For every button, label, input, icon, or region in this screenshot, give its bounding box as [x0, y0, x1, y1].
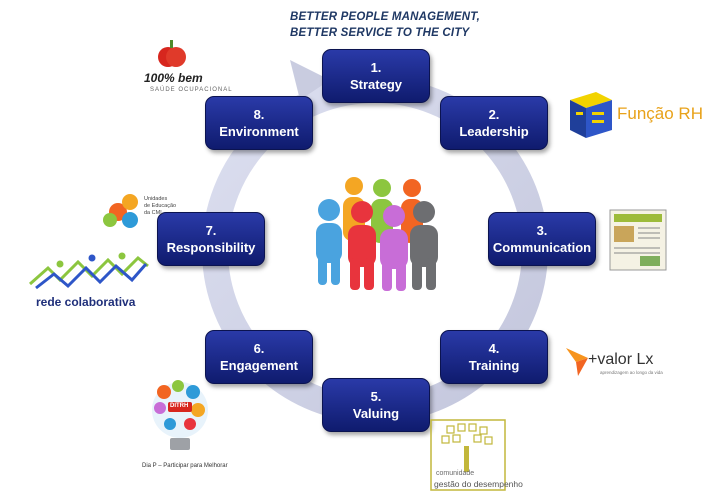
node-label: Training: [468, 358, 520, 373]
unidades-text-1: Unidades: [144, 196, 168, 202]
node-number: 2.: [488, 107, 500, 122]
gestao-logo-brand2: gestão do desempenho: [434, 479, 523, 489]
node-responsibility[interactable]: 7. Responsibility: [157, 212, 265, 266]
node-label: Engagement: [219, 358, 298, 373]
node-label: Leadership: [459, 124, 529, 139]
node-number: 1.: [370, 60, 382, 75]
node-number: 5.: [370, 389, 382, 404]
unidades-text-2: de Educação: [144, 203, 177, 209]
gestao-logo-brand1: comunidade: [436, 470, 475, 477]
node-label: Strategy: [349, 77, 403, 92]
node-training[interactable]: 4. Training: [440, 330, 548, 384]
title-line-1: BETTER PEOPLE MANAGEMENT,: [290, 11, 481, 23]
node-valuing[interactable]: 5. Valuing: [322, 378, 430, 432]
valor-lx-logo-text: +valor Lx: [588, 351, 654, 368]
funcao-rh-logo-text: Função RH: [617, 104, 703, 123]
node-leadership[interactable]: 2. Leadership: [440, 96, 548, 150]
node-number: 3.: [536, 223, 548, 238]
dia-p-badge: DITRH: [170, 403, 189, 409]
bem-logo-text: 100% bem: [144, 71, 203, 85]
unidades-text-3: da CML: [144, 210, 164, 216]
valor-lx-subtitle: aprendizagem ao longo da vida: [600, 370, 663, 375]
node-label: Communication: [492, 240, 592, 255]
node-strategy[interactable]: 1. Strategy: [322, 49, 430, 103]
node-label: Environment: [219, 124, 299, 139]
dia-p-caption: Dia P – Participar para Melhorar: [142, 463, 228, 469]
person-figure-grey: [410, 201, 438, 290]
node-number: 8.: [253, 107, 265, 122]
node-number: 7.: [205, 223, 217, 238]
node-number: 4.: [488, 341, 500, 356]
person-figure-purple: [380, 205, 408, 291]
ring-arrowhead: [290, 60, 330, 100]
person-figure-red: [348, 201, 376, 290]
node-environment[interactable]: 8. Environment: [205, 96, 313, 150]
node-number: 6.: [253, 341, 265, 356]
person-figure-blue: [316, 199, 342, 285]
node-label: Responsibility: [166, 240, 256, 255]
title-line-2: BETTER SERVICE TO THE CITY: [290, 27, 470, 39]
node-engagement[interactable]: 6. Engagement: [205, 330, 313, 384]
bem-logo-subtitle: SAÚDE OCUPACIONAL: [150, 87, 233, 93]
node-label: Valuing: [352, 406, 400, 421]
rede-logo-text: rede colaborativa: [36, 295, 136, 309]
node-communication[interactable]: 3. Communication: [488, 212, 596, 266]
